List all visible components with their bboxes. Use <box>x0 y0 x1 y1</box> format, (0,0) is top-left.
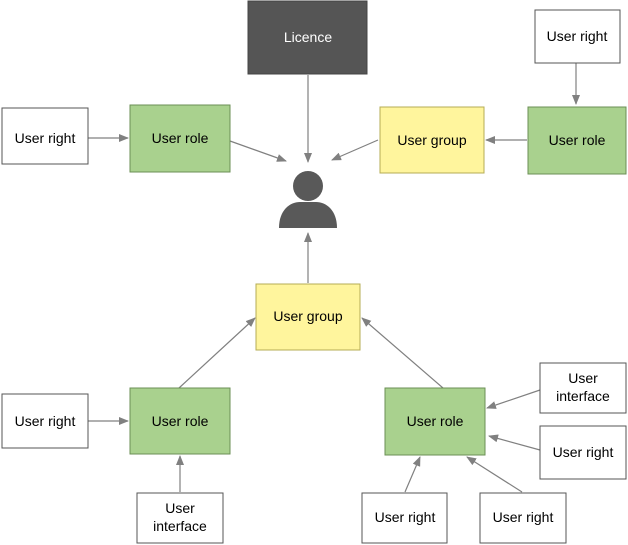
user-group-label: User group <box>273 308 342 324</box>
edge-right-role-rb <box>488 434 541 451</box>
user-right-node: User right <box>361 492 448 544</box>
user-group-node: User group <box>255 283 361 351</box>
edge-right1-role-rb <box>404 456 421 493</box>
user-role-node: User role <box>129 387 231 455</box>
user-interface-node: User interface <box>136 492 224 544</box>
edge-role-user-lt <box>229 140 287 162</box>
user-right-label: User right <box>15 130 76 146</box>
user-interface-label-line2: interface <box>153 518 207 534</box>
user-role-node: User role <box>384 387 486 456</box>
user-role-label: User role <box>407 413 464 429</box>
user-right-node: User right <box>1 107 89 165</box>
licence-label: Licence <box>284 29 332 45</box>
user-right-node: User right <box>534 9 621 64</box>
user-group-node: User group <box>379 106 485 174</box>
user-role-label: User role <box>152 130 209 146</box>
user-interface-label-line1: User <box>165 500 195 516</box>
user-interface-label-line1: User <box>568 370 598 386</box>
user-role-node: User role <box>129 104 231 173</box>
user-right-node: User right <box>1 393 89 449</box>
user-right-label: User right <box>553 444 614 460</box>
user-right-label: User right <box>547 28 608 44</box>
edge-group-user-top <box>331 139 379 161</box>
user-right-node: User right <box>539 425 627 480</box>
user-role-node: User role <box>527 106 627 175</box>
licence-node: Licence <box>247 0 368 75</box>
user-role-label: User role <box>152 413 209 429</box>
user-group-label: User group <box>397 132 466 148</box>
user-right-label: User right <box>375 509 436 525</box>
user-interface-node: User interface <box>539 362 627 414</box>
user-icon <box>279 171 337 228</box>
edge-role-group-lb <box>178 317 256 389</box>
user-role-label: User role <box>549 132 606 148</box>
user-interface-label-line2: interface <box>556 388 610 404</box>
edge-interface-role-rb <box>486 389 541 409</box>
user-right-node: User right <box>479 492 567 544</box>
edge-right2-role-rb <box>466 456 523 493</box>
user-right-label: User right <box>493 509 554 525</box>
user-right-label: User right <box>15 413 76 429</box>
edge-role-group-rb <box>361 317 444 389</box>
